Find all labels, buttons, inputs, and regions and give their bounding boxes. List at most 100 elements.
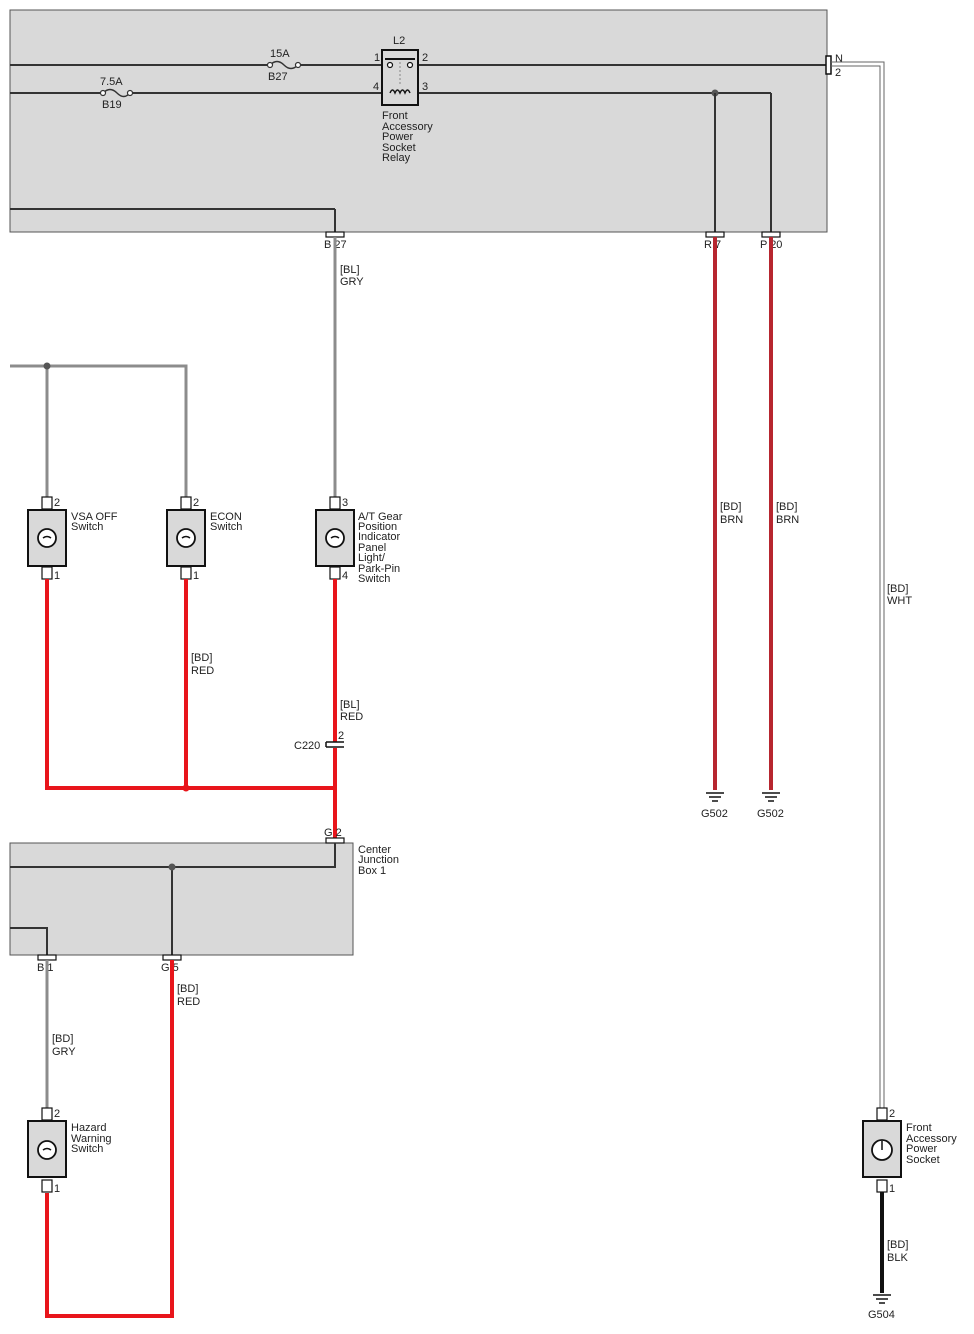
relay-name-5: Relay [382, 152, 411, 164]
at-pin-bottom-terminal [329, 566, 341, 580]
relay-pin-3: 3 [422, 81, 428, 93]
wire-red-at-color: RED [340, 711, 363, 723]
switch-icon [176, 528, 196, 548]
vsa-pin-bottom-terminal [41, 566, 53, 580]
at-name-5: Light/ [358, 552, 386, 564]
wire-red-g5 [45, 960, 174, 1318]
econ-name-2: Switch [210, 521, 242, 533]
wire-gry-hazard-color: GRY [52, 1046, 76, 1058]
wire-gray-bl-harness: [BL] [340, 264, 360, 276]
fuse-b19-left-terminal [99, 89, 107, 97]
at-pin-top: 3 [342, 497, 348, 509]
switch-icon [37, 528, 57, 548]
at-name-7: Switch [358, 573, 390, 585]
center-junction-box-1 [9, 842, 354, 956]
at-name-3: Indicator [358, 531, 401, 543]
connector-g2-label: G 2 [324, 827, 342, 839]
at-gear-switch [315, 496, 355, 580]
econ-pin-top: 2 [193, 497, 199, 509]
connector-c220-id: C220 [294, 740, 320, 752]
under-dash-fuse-box [9, 9, 828, 233]
vsa-off-switch [27, 496, 67, 580]
econ-pin-bottom-terminal [180, 566, 192, 580]
hazard-pin-top-terminal [41, 1107, 53, 1121]
wire-wht-color: WHT [887, 595, 912, 607]
wire-jb-internal-b1 [10, 927, 48, 955]
econ-pin-bottom: 1 [193, 570, 199, 582]
socket-name-4: Socket [906, 1154, 940, 1166]
fuse-b19-symbol [102, 88, 131, 98]
relay-l2 [381, 49, 419, 106]
junction-box-name-2: Junction [358, 854, 399, 866]
switch-icon [325, 528, 345, 548]
splice-gray-feed [43, 362, 51, 370]
wire-red-econ-harness: [BD] [191, 652, 212, 664]
ground-g504-label: G504 [868, 1309, 895, 1321]
connector-g5 [162, 954, 182, 961]
connector-g5-label: G 5 [161, 962, 179, 974]
hazard-name-1: Hazard [71, 1122, 106, 1134]
fuse-b27-symbol [269, 60, 299, 70]
wire-red-g5-color: RED [177, 996, 200, 1008]
wire-gry-hazard-harness: [BD] [52, 1033, 73, 1045]
at-name-1: A/T Gear [358, 511, 403, 523]
hazard-name-2: Warning [71, 1133, 112, 1145]
switch-icon [37, 1140, 57, 1160]
connector-b27 [325, 231, 345, 238]
vsa-pin-bottom: 1 [54, 570, 60, 582]
connector-n-id: N [835, 53, 843, 65]
socket-pin-top: 2 [889, 1108, 895, 1120]
relay-name-1: Front [382, 110, 408, 122]
socket-name-1: Front [906, 1122, 932, 1134]
junction-box-name-1: Center [358, 844, 391, 856]
front-accessory-power-socket [862, 1107, 902, 1193]
splice-jb [168, 863, 176, 871]
socket-pin-bottom-terminal [876, 1179, 888, 1193]
fuse-b19-rating: 7.5A [100, 76, 123, 88]
relay-name-4: Socket [382, 142, 416, 154]
at-pin-bottom: 4 [342, 570, 348, 582]
connector-r7 [705, 231, 725, 238]
econ-switch [166, 496, 206, 580]
fuse-b27-left-terminal [266, 61, 274, 69]
hazard-name-3: Switch [71, 1143, 103, 1155]
relay-name-3: Power [382, 131, 414, 143]
wire-wht-harness: [BD] [887, 583, 908, 595]
ground-g502-left [706, 792, 724, 802]
relay-pin-4: 4 [373, 81, 379, 93]
fuse-b19-right-terminal [126, 89, 134, 97]
socket-pin-top-terminal [876, 1107, 888, 1121]
relay-contact-left [386, 61, 394, 69]
socket-name-2: Accessory [906, 1133, 957, 1145]
wire-brn-right-color: BRN [776, 514, 799, 526]
fuse-b27-rating: 15A [270, 48, 290, 60]
connector-r7-label: R 7 [704, 239, 721, 251]
ground-g504 [873, 1294, 891, 1304]
at-name-4: Panel [358, 542, 386, 554]
hazard-warning-switch [27, 1107, 67, 1193]
wire-brn-left-harness: [BD] [720, 501, 741, 513]
connector-b1-label: B 1 [37, 962, 54, 974]
relay-pin-2: 2 [422, 52, 428, 64]
vsa-name-1: VSA OFF [71, 511, 118, 523]
socket-name-3: Power [906, 1143, 938, 1155]
relay-id: L2 [393, 35, 405, 47]
wire-jb-internal-g2 [10, 843, 336, 868]
at-name-6: Park-Pin [358, 563, 400, 575]
socket-pin-bottom: 1 [889, 1183, 895, 1195]
econ-name-1: ECON [210, 511, 242, 523]
splice-red [182, 784, 190, 792]
wire-brn-right-harness: [BD] [776, 501, 797, 513]
ground-g502-right [762, 792, 780, 802]
connector-p20 [761, 231, 781, 238]
wire-red-econ-color: RED [191, 665, 214, 677]
wire-wht-outer [831, 61, 885, 1110]
wire-brn-left-color: BRN [720, 514, 743, 526]
connector-n-pin: 2 [835, 67, 841, 79]
hazard-pin-top: 2 [54, 1108, 60, 1120]
wire-red-vsa [45, 579, 335, 790]
at-name-2: Position [358, 521, 397, 533]
relay-coil-icon [389, 89, 411, 95]
wire-blk-harness: [BD] [887, 1239, 908, 1251]
